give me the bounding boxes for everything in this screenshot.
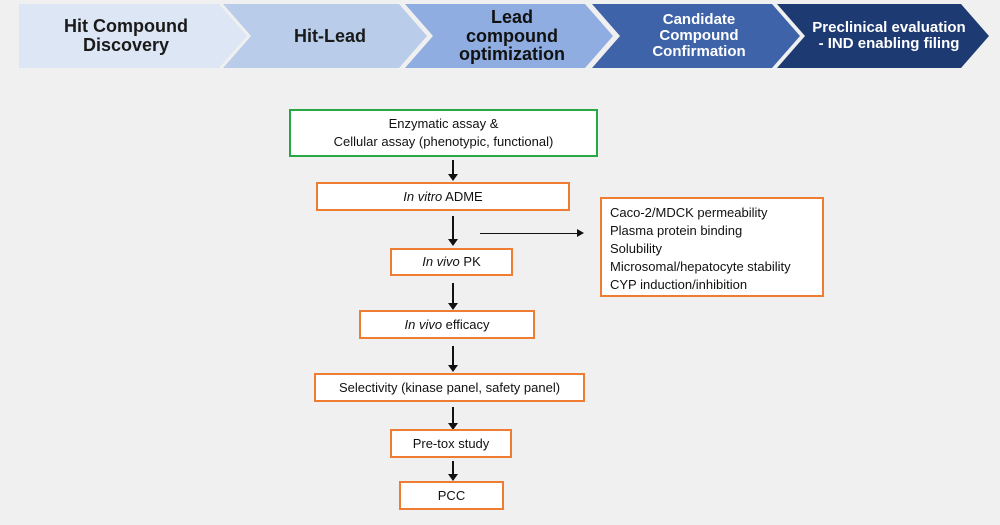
stage-hit-lead: Hit-Lead bbox=[223, 4, 427, 68]
adme-detail-item: CYP induction/inhibition bbox=[610, 277, 748, 292]
assay-label: Enzymatic assay & Cellular assay (phenot… bbox=[333, 116, 554, 149]
adme-details-box: Caco-2/MDCK permeability Plasma protein … bbox=[600, 197, 824, 297]
adme-detail-item: Plasma protein binding bbox=[610, 223, 743, 238]
adme-detail-item: Solubility bbox=[610, 241, 663, 256]
in-vitro-adme-box: In vitro ADME bbox=[316, 182, 570, 211]
stage-label: Candidate Compound Confirmation bbox=[652, 11, 746, 60]
pcc-box: PCC bbox=[399, 481, 504, 510]
in-vivo-efficacy-box: In vivo efficacy bbox=[359, 310, 535, 339]
flow-arrow bbox=[448, 216, 458, 246]
flow-arrow bbox=[448, 283, 458, 310]
adme-detail-item: Caco-2/MDCK permeability bbox=[610, 205, 768, 220]
stage-preclinical-evaluation: Preclinical evaluation - IND enabling fi… bbox=[777, 4, 989, 68]
in-vivo-pk-box: In vivo PK bbox=[390, 248, 513, 276]
selectivity-box: Selectivity (kinase panel, safety panel) bbox=[314, 373, 585, 402]
flow-arrow bbox=[448, 346, 458, 372]
stage-candidate-confirmation: Candidate Compound Confirmation bbox=[592, 4, 800, 68]
stage-label: Lead compound optimization bbox=[459, 6, 565, 65]
pipeline-chevrons: Hit Compound Discovery Hit-Lead Lead com… bbox=[0, 0, 1000, 80]
flow-arrow bbox=[448, 160, 458, 181]
pcc-label: PCC bbox=[437, 487, 466, 503]
stage-label: Preclinical evaluation - IND enabling fi… bbox=[812, 19, 966, 52]
stage-lead-optimization: Lead compound optimization bbox=[405, 4, 613, 68]
adme-details-arrow bbox=[480, 229, 584, 237]
flow-arrow bbox=[448, 407, 458, 430]
pre-tox-box: Pre-tox study bbox=[390, 429, 512, 458]
stage-hit-compound-discovery: Hit Compound Discovery bbox=[19, 4, 247, 68]
selectivity-label: Selectivity (kinase panel, safety panel) bbox=[338, 379, 561, 395]
in-vivo-efficacy-label: In vivo efficacy bbox=[404, 316, 490, 332]
in-vitro-adme-label: In vitro ADME bbox=[403, 188, 483, 204]
stage-label: Hit Compound Discovery bbox=[64, 16, 188, 55]
flow-arrow bbox=[448, 461, 458, 481]
adme-detail-item: Microsomal/hepatocyte stability bbox=[610, 259, 791, 274]
stage-label: Hit-Lead bbox=[294, 25, 366, 46]
assay-box: Enzymatic assay & Cellular assay (phenot… bbox=[289, 109, 598, 157]
in-vivo-pk-label: In vivo PK bbox=[422, 254, 481, 270]
pre-tox-label: Pre-tox study bbox=[412, 435, 490, 451]
